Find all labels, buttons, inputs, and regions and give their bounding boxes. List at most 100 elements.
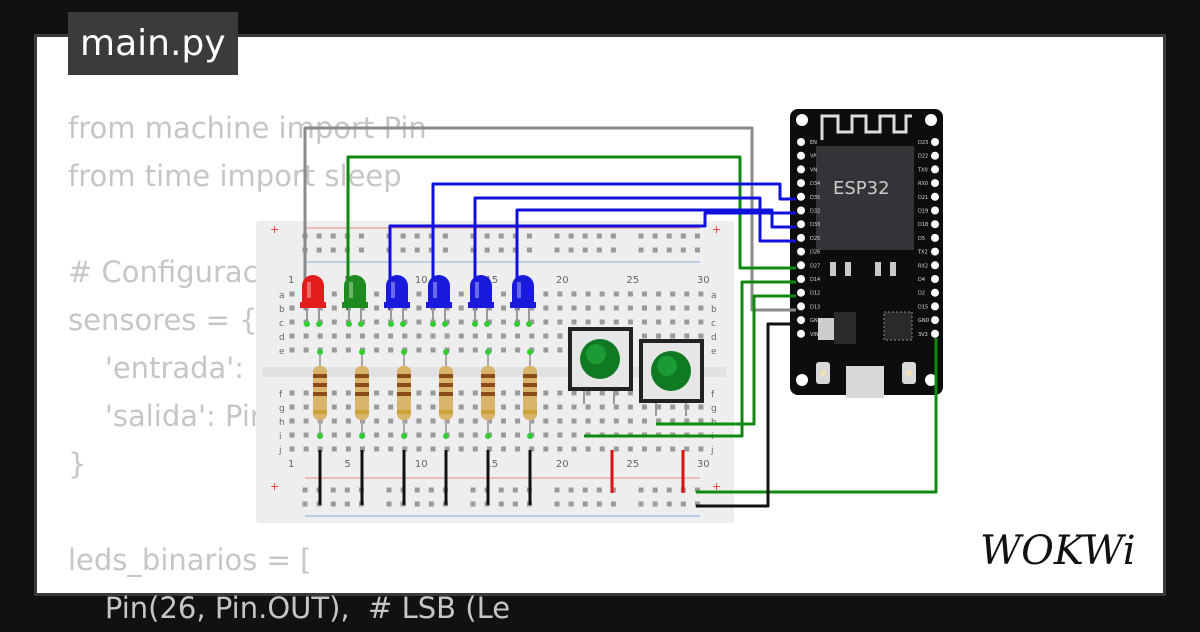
row-label: j bbox=[278, 446, 282, 456]
breadboard-hole bbox=[472, 404, 478, 410]
resistor-band bbox=[523, 410, 537, 414]
esp32-pin-label: D27 bbox=[810, 263, 820, 269]
wire-blue bbox=[515, 208, 796, 310]
led-highlight bbox=[391, 282, 395, 298]
breadboard-hole bbox=[656, 291, 662, 297]
esp32-pin bbox=[797, 329, 805, 338]
wire-green bbox=[696, 338, 938, 494]
breadboard-hole bbox=[458, 446, 464, 452]
breadboard-hole bbox=[416, 446, 422, 452]
rail-hole bbox=[470, 233, 476, 239]
connection-dot bbox=[359, 349, 365, 355]
led-rim bbox=[510, 302, 536, 308]
rail-hole bbox=[400, 233, 406, 239]
breadboard-hole bbox=[331, 390, 337, 396]
connection-dot bbox=[317, 433, 323, 439]
rail-hole bbox=[582, 501, 588, 507]
rail-hole bbox=[554, 247, 560, 253]
led-rim bbox=[342, 302, 368, 308]
rail-hole bbox=[652, 501, 658, 507]
breadboard-hole bbox=[557, 432, 563, 438]
push-button-2[interactable] bbox=[639, 339, 704, 416]
column-label: 20 bbox=[556, 459, 569, 470]
rail-hole bbox=[596, 233, 602, 239]
column-label: 15 bbox=[485, 459, 498, 470]
rail-hole bbox=[470, 247, 476, 253]
breadboard-hole bbox=[458, 432, 464, 438]
connection-dot bbox=[317, 349, 323, 355]
esp32-pin-label: EN bbox=[810, 140, 817, 146]
breadboard-hole bbox=[501, 432, 506, 438]
esp32-pin-label: D15 bbox=[918, 304, 928, 310]
wire-green bbox=[656, 294, 796, 426]
esp32-pin-label: D33 bbox=[810, 222, 820, 228]
breadboard-hole bbox=[684, 291, 690, 297]
led-rim bbox=[426, 302, 452, 308]
led-highlight bbox=[475, 282, 479, 298]
breadboard-hole bbox=[402, 446, 408, 452]
esp32-pin bbox=[797, 192, 805, 201]
breadboard-hole bbox=[289, 347, 295, 353]
rail-hole bbox=[582, 233, 588, 239]
rail-hole bbox=[610, 247, 616, 253]
rail-hole bbox=[316, 233, 322, 239]
column-label: 10 bbox=[415, 275, 428, 286]
breadboard-hole bbox=[557, 305, 563, 311]
rail-hole bbox=[470, 487, 476, 493]
breadboard-hole bbox=[345, 333, 351, 339]
rail-hole bbox=[568, 233, 574, 239]
rail-hole bbox=[512, 247, 518, 253]
led-rim bbox=[300, 302, 326, 308]
breadboard-hole bbox=[388, 418, 394, 424]
esp32-pin-label: D18 bbox=[918, 222, 928, 228]
breadboard-hole bbox=[374, 291, 380, 297]
breadboard-hole bbox=[303, 333, 309, 339]
breadboard-hole bbox=[458, 418, 464, 424]
resistor-band bbox=[397, 410, 411, 414]
wire-blue bbox=[388, 211, 796, 310]
esp32-pin-label: TX0 bbox=[917, 167, 928, 173]
breadboard-hole bbox=[472, 418, 478, 424]
breadboard-hole bbox=[472, 333, 478, 339]
rail-hole bbox=[596, 247, 602, 253]
code-line: } bbox=[68, 447, 87, 481]
esp32-pin bbox=[797, 288, 805, 297]
breadboard-hole bbox=[627, 390, 633, 396]
rail-hole bbox=[484, 247, 490, 253]
breadboard-hole bbox=[515, 404, 521, 410]
breadboard-hole bbox=[374, 319, 380, 325]
rail-hole bbox=[498, 501, 504, 507]
rail-hole bbox=[330, 233, 336, 239]
resistor-band bbox=[523, 374, 537, 378]
rail-hole bbox=[414, 247, 420, 253]
led-body bbox=[428, 275, 450, 306]
resistor-band bbox=[439, 410, 453, 414]
rail-hole bbox=[638, 501, 644, 507]
breadboard-hole bbox=[684, 305, 690, 311]
connection-dot bbox=[514, 321, 520, 327]
breadboard-hole bbox=[698, 319, 704, 325]
esp32-pin-label: D22 bbox=[918, 154, 928, 160]
breadboard-hole bbox=[627, 418, 633, 424]
breadboard-hole bbox=[529, 333, 535, 339]
esp32-pin-label: D32 bbox=[810, 209, 820, 215]
esp32-pin bbox=[797, 206, 805, 215]
push-button-1[interactable] bbox=[568, 327, 633, 404]
file-tab[interactable]: main.py bbox=[68, 12, 238, 75]
resistor-band bbox=[397, 392, 411, 396]
breadboard-hole bbox=[698, 404, 704, 410]
esp32-pin-label: D13 bbox=[810, 304, 820, 310]
breadboard-hole bbox=[289, 418, 295, 424]
connection-dot bbox=[304, 321, 310, 327]
code-line: Pin(26, Pin.OUT), # LSB (Le bbox=[68, 591, 511, 625]
breadboard-hole bbox=[642, 319, 647, 325]
rail-hole bbox=[596, 501, 602, 507]
breadboard-hole bbox=[501, 404, 506, 410]
row-label: c bbox=[279, 319, 284, 329]
breadboard-hole bbox=[613, 390, 619, 396]
breadboard-hole bbox=[388, 404, 394, 410]
breadboard-hole bbox=[331, 432, 337, 438]
breadboard-hole bbox=[613, 291, 619, 297]
breadboard-hole bbox=[656, 404, 662, 410]
